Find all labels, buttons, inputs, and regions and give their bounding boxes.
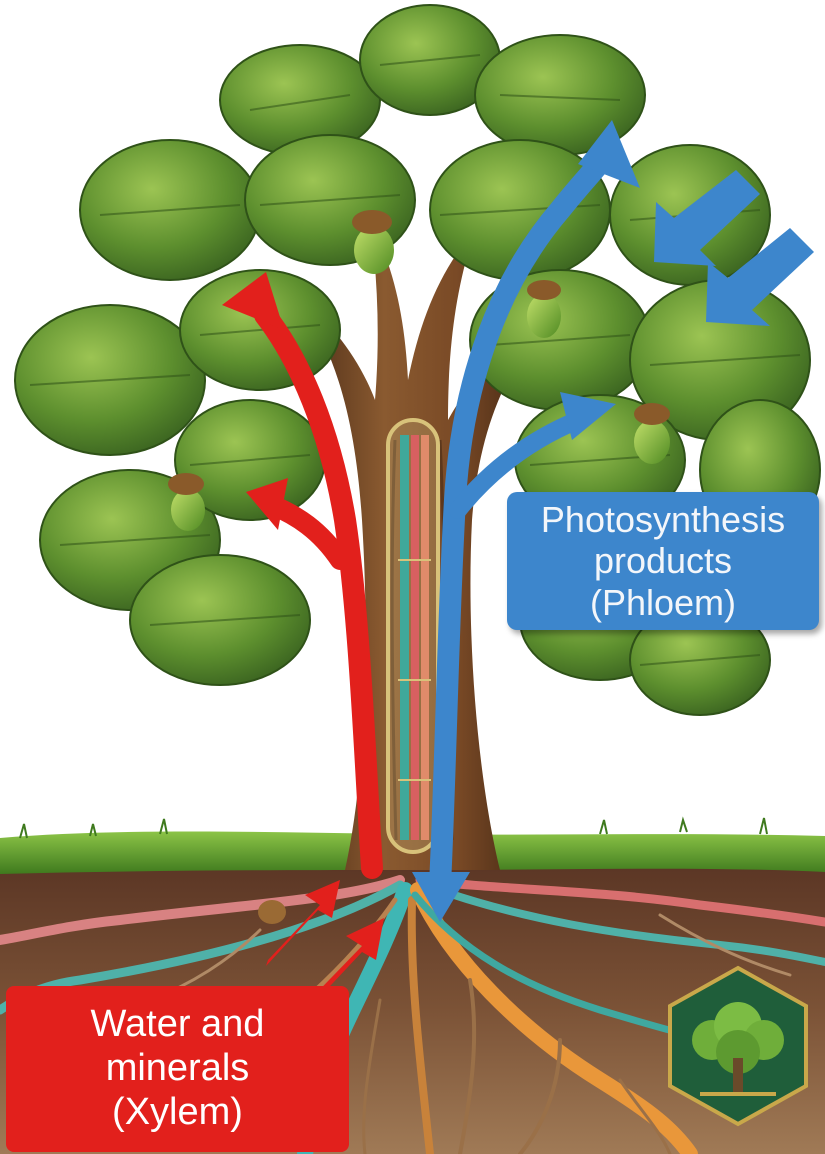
xylem-label-line: minerals [106, 1047, 250, 1091]
phloem-label-line: (Phloem) [590, 582, 736, 623]
vascular-bundle [388, 420, 438, 852]
xylem-label: Water and minerals (Xylem) [6, 986, 349, 1152]
xylem-label-line: (Xylem) [112, 1091, 243, 1135]
phloem-label: Photosynthesis products (Phloem) [507, 492, 819, 630]
acorn-icon [634, 403, 670, 464]
acorn-icon [527, 280, 561, 338]
phloem-label-line: products [594, 540, 732, 581]
acorn-icon [352, 210, 394, 274]
phloem-label-line: Photosynthesis [541, 499, 785, 540]
acorn-icon [258, 900, 286, 924]
xylem-label-line: Water and [91, 1003, 265, 1047]
